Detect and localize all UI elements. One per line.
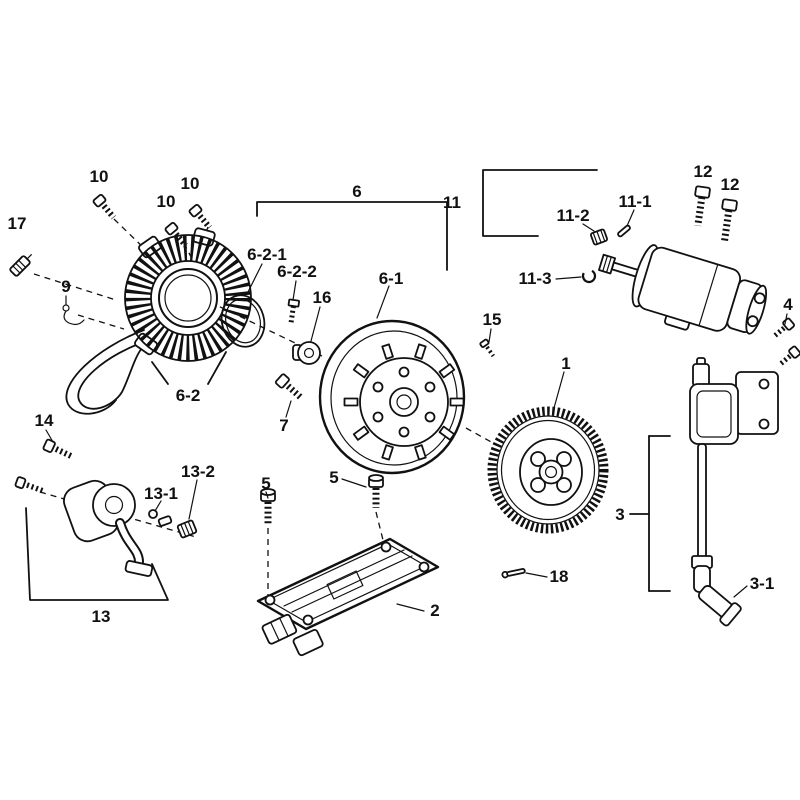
label-1: 1	[561, 354, 570, 373]
label-11-3: 11-3	[518, 269, 551, 288]
group-bracket-6	[256, 201, 448, 271]
stator-assembly	[124, 227, 252, 362]
bolt-12-b	[721, 198, 738, 242]
part-17-terminal	[9, 254, 32, 277]
screw-15	[479, 338, 495, 358]
bolt-7	[274, 373, 304, 401]
label-13-1: 13-1	[144, 484, 178, 503]
label-10-a: 10	[90, 167, 109, 186]
pin-18	[501, 568, 526, 579]
rotor-slots	[343, 343, 465, 461]
bolt-13-through	[14, 476, 44, 494]
group-bracket-11	[482, 169, 598, 237]
stator-wire-harness	[65, 329, 151, 415]
pickup-coil-assembly	[63, 479, 154, 577]
bolt-5-b	[368, 474, 384, 508]
label-9: 9	[61, 277, 70, 296]
label-4: 4	[783, 295, 793, 314]
label-16: 16	[313, 288, 332, 307]
knurled-nut-11-2	[590, 228, 608, 246]
label-12-a: 12	[694, 162, 713, 181]
starter-motor	[598, 244, 768, 335]
stator-bracket-lines	[151, 351, 227, 385]
screw-10-c	[164, 221, 188, 248]
knurled-part-13-2	[176, 519, 198, 539]
pin-11-1	[617, 224, 631, 238]
label-5-b: 5	[329, 468, 338, 487]
label-17: 17	[8, 214, 27, 233]
label-10-b: 10	[181, 174, 200, 193]
label-6-2-1: 6-2-1	[247, 245, 287, 264]
grommet-16	[292, 341, 321, 365]
group-bracket-3	[629, 435, 671, 592]
bolt-12-a	[694, 185, 711, 227]
label-6-1: 6-1	[379, 269, 404, 288]
part-labels: 10 10 10 17 9 6 6-2-1 6-2-2 16 6-1 6-2 7…	[8, 162, 794, 626]
screw-10-a	[92, 193, 116, 220]
label-6-2-2: 6-2-2	[277, 262, 317, 281]
label-2: 2	[430, 601, 439, 620]
bolt-5-a	[260, 488, 276, 526]
label-11: 11	[443, 193, 461, 212]
label-7: 7	[279, 416, 288, 435]
label-10-c: 10	[157, 192, 176, 211]
spark-plug-cap	[693, 565, 742, 627]
bolt-6-2-2	[287, 298, 300, 324]
ring-gear	[487, 406, 609, 534]
label-6: 6	[352, 182, 361, 201]
label-3-1: 3-1	[750, 574, 775, 593]
o-ring	[220, 294, 266, 348]
part-9-wire-clamp	[62, 304, 85, 326]
label-3: 3	[615, 505, 624, 524]
clip-11-3	[581, 268, 597, 284]
screw-4-b	[777, 345, 800, 367]
ignition-coil	[689, 357, 779, 569]
label-6-2: 6-2	[176, 386, 201, 405]
cdi-base-plate	[256, 537, 440, 657]
label-14: 14	[35, 411, 54, 430]
flywheel-rotor	[318, 319, 466, 475]
label-11-1: 11-1	[618, 192, 651, 211]
group-bracket-13	[25, 507, 169, 601]
label-13-2: 13-2	[181, 462, 215, 481]
label-11-2: 11-2	[556, 206, 589, 225]
label-12-b: 12	[721, 175, 740, 194]
washer-13-1	[148, 509, 173, 527]
bolt-14	[42, 438, 75, 460]
leader-lines	[45, 209, 788, 612]
label-5-a: 5	[261, 474, 270, 493]
label-18: 18	[550, 567, 569, 586]
screw-4-a	[771, 317, 795, 339]
screw-10-b	[188, 203, 212, 230]
label-13: 13	[92, 607, 111, 626]
label-15: 15	[483, 310, 502, 329]
